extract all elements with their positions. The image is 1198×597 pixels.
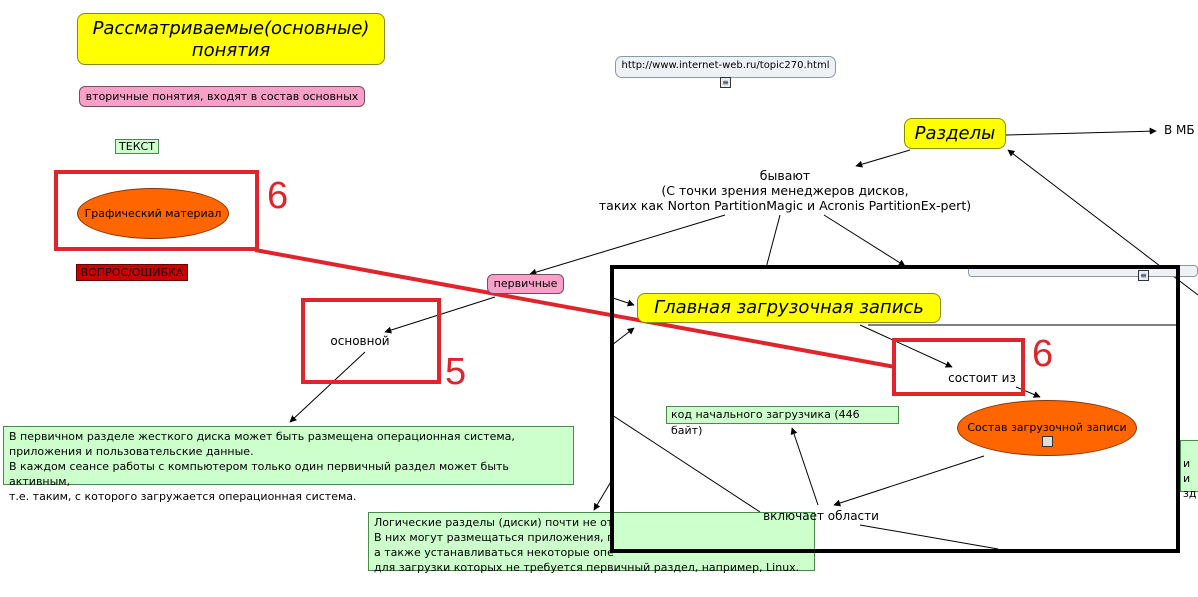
annotation-frame-sostoit [892,338,1025,396]
legend-question: ВОПРОС/ОШИБКА [76,264,188,281]
document-icon-right[interactable]: ≡ [1138,270,1149,281]
node-logicheskie-text[interactable]: Логические разделы (диски) почти не от В… [368,512,815,574]
node-byvayut[interactable]: бывают (С точки зрения менеджеров дисков… [598,168,972,213]
annotation-label-graphic: 6 [267,175,289,217]
image-icon[interactable] [1042,436,1053,447]
node-vklyuchaet[interactable]: включает области [763,509,879,523]
node-sostoit-iz[interactable]: состоит из [948,371,1016,385]
node-kod[interactable]: код начального загрузчика (446 байт) [666,406,899,437]
legend-secondary-concepts: вторичные понятия, входят в состав основ… [79,86,365,107]
legend-graphic: Графический материал [77,188,229,239]
legend-text: ТЕКСТ [115,139,159,154]
url-link[interactable]: http://www.internet-web.ru/topic270.html [615,56,836,78]
node-razdely[interactable]: Разделы [904,118,1006,149]
node-pervichny-text[interactable]: В первичном разделе жесткого диска может… [3,426,574,503]
node-v-mb[interactable]: В МБ [1164,123,1195,137]
node-glavnaya[interactable]: Главная загрузочная запись [637,293,941,323]
annotation-label-osnovnoy: 5 [445,351,467,393]
node-pervichnye[interactable]: первичные [487,274,564,294]
document-icon[interactable]: ≡ [720,77,731,88]
highlight-frame [610,265,1180,553]
node-right-fragment[interactable]: и и зд [1180,440,1198,500]
annotation-label-sostoit: 6 [1032,333,1054,375]
legend-main-concepts: Рассматриваемые(основные) понятия [77,13,385,65]
node-osnovnoy[interactable]: основной [330,334,390,348]
annotation-frame-osnovnoy [301,298,441,384]
annotation-frame-graphic [54,170,259,251]
